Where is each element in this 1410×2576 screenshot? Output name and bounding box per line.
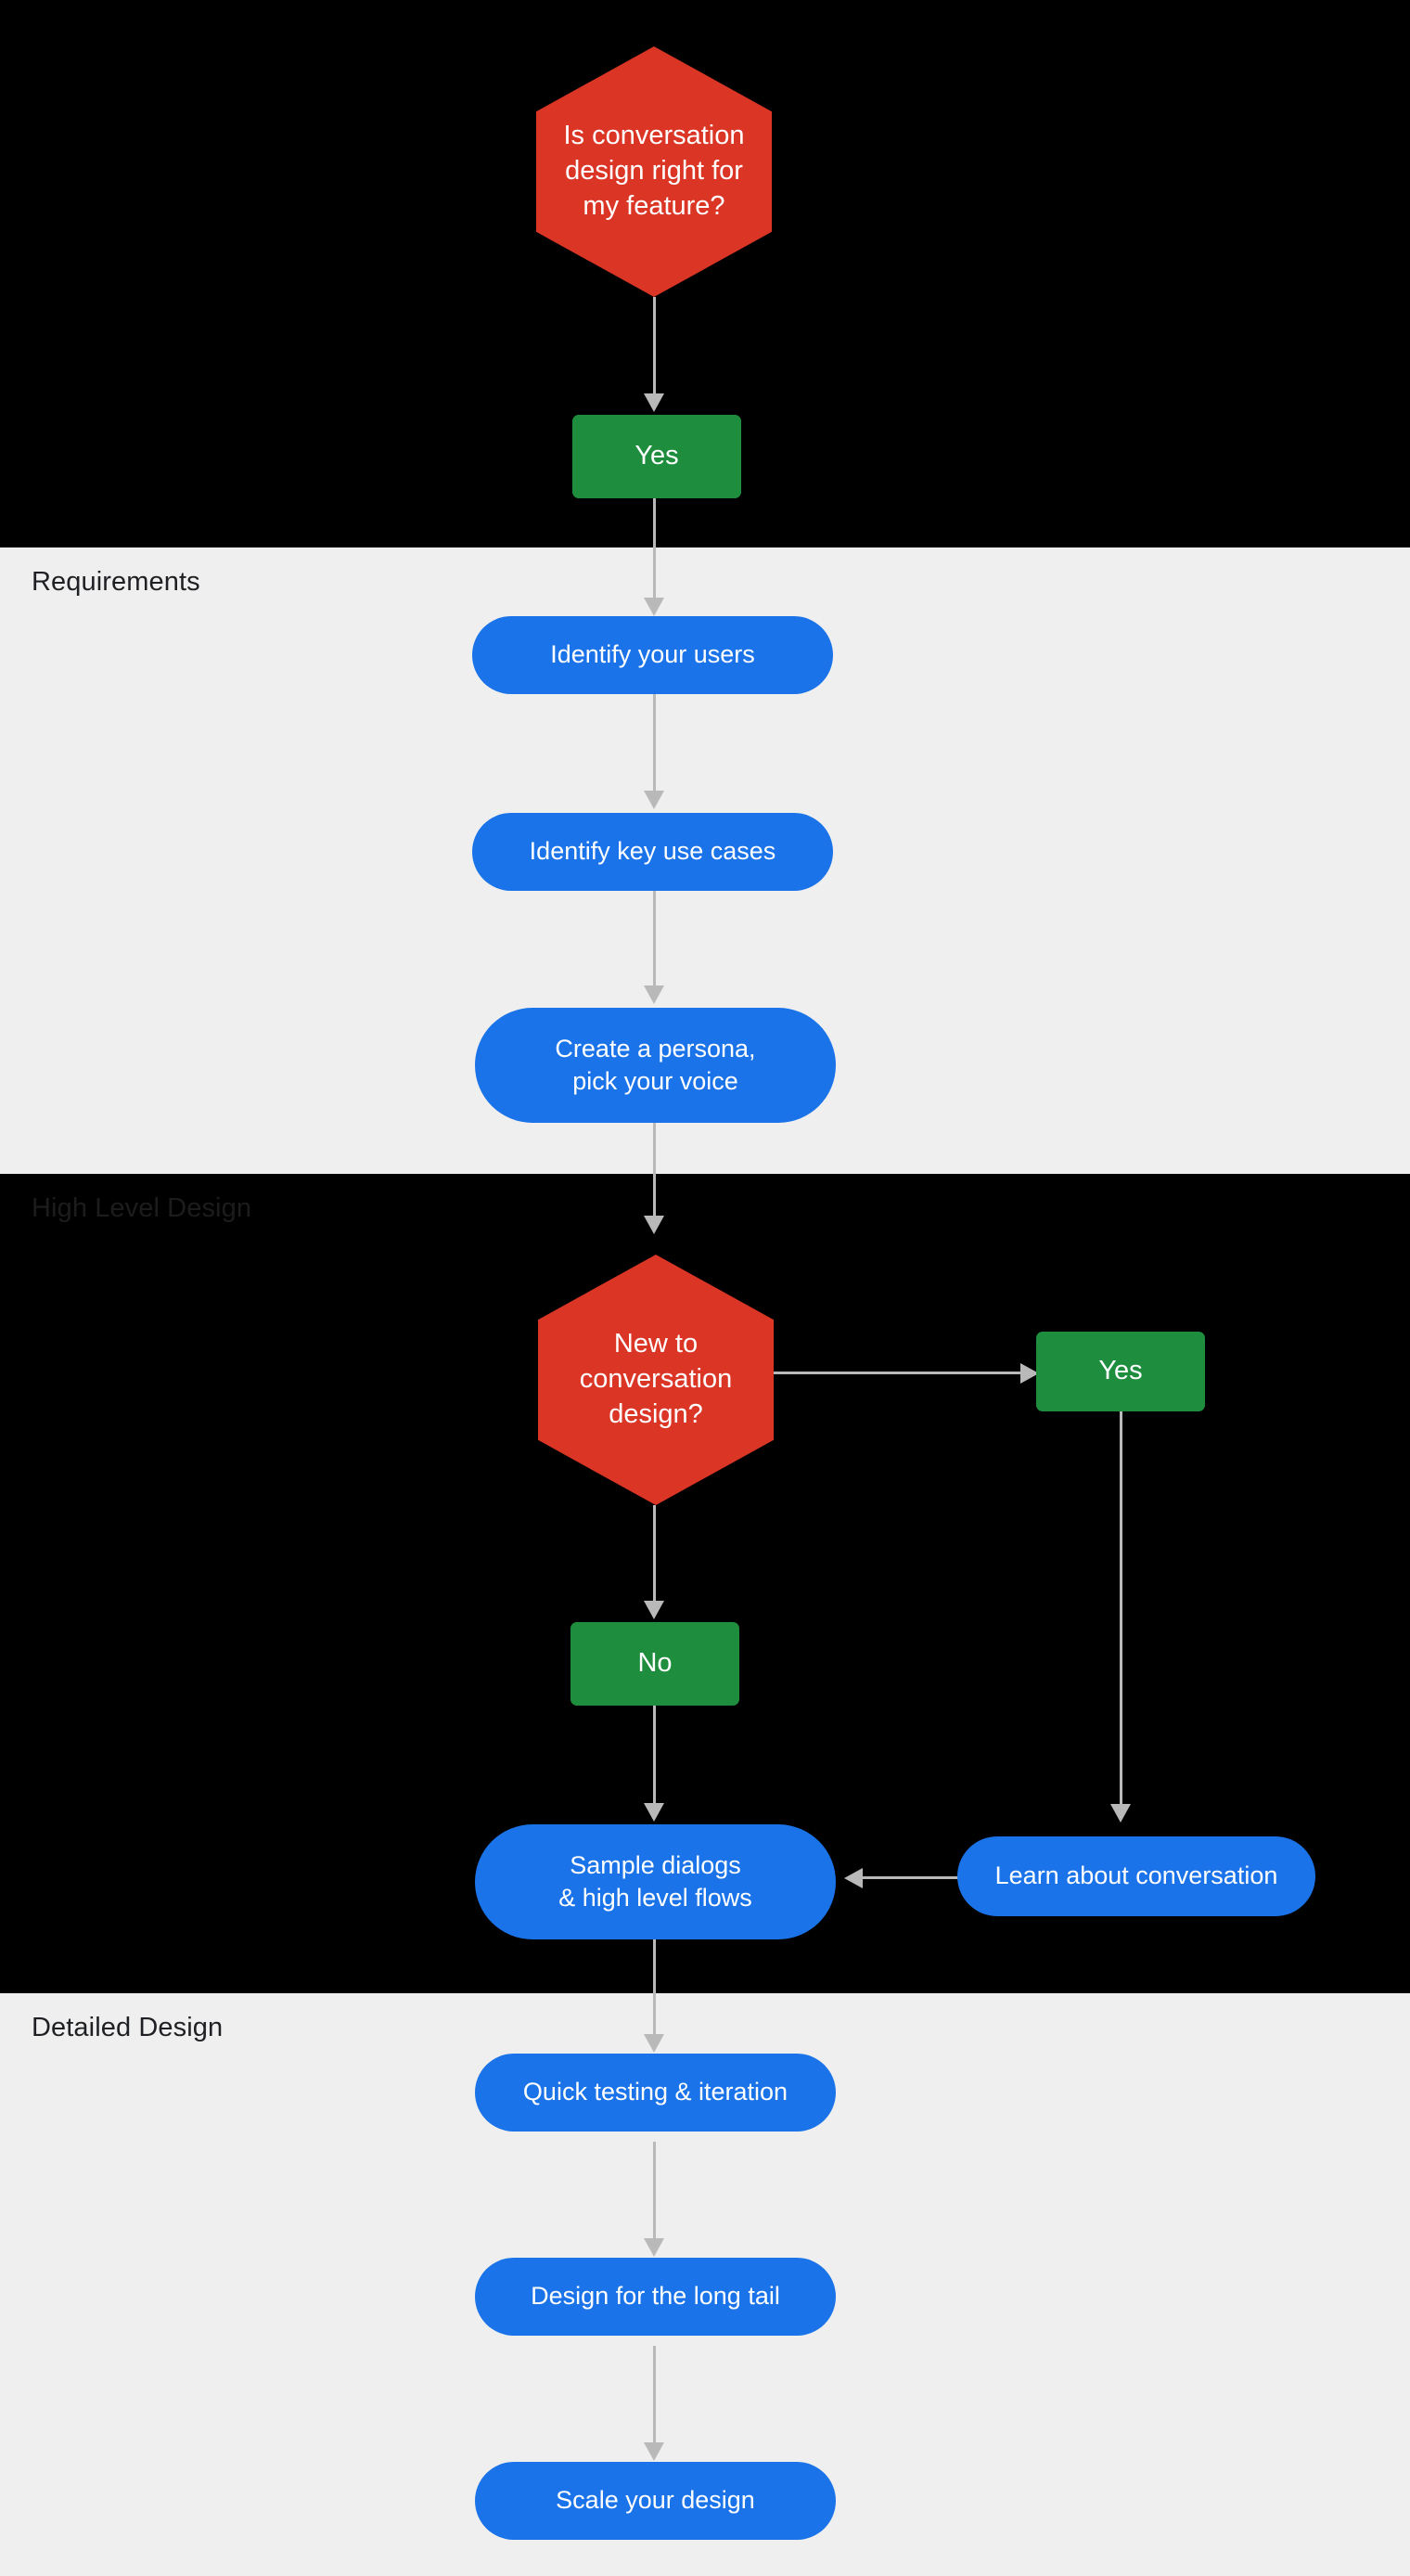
edge-step4-to-step6-line <box>653 1939 656 2041</box>
section-label-detailed-design: Detailed Design <box>32 2013 224 2042</box>
edge-step3-to-decision2-arrow <box>644 1216 664 1234</box>
step-7-label: Design for the long tail <box>531 2282 780 2311</box>
edge-decision2-to-yes2-line <box>774 1372 1026 1374</box>
answer-yes-1-label: Yes <box>634 441 679 471</box>
step-8-label: Scale your design <box>556 2486 755 2515</box>
edge-decision1-to-yes1-line <box>653 297 656 399</box>
step-4-line-2: & high level flows <box>558 1884 752 1912</box>
edge-decision2-to-yes2-arrow <box>1020 1363 1039 1384</box>
edge-step5-to-step4-line <box>863 1876 1002 1879</box>
answer-node-yes-1[interactable]: Yes <box>572 415 741 498</box>
edge-step3-to-decision2-line <box>653 1123 656 1225</box>
decision2-line-2: conversation <box>579 1364 733 1395</box>
edge-no1-to-step4-arrow <box>644 1803 664 1822</box>
edge-yes1-to-step1-arrow <box>644 598 664 616</box>
step-6-label: Quick testing & iteration <box>522 2078 788 2106</box>
edge-step6-to-step7-arrow <box>644 2238 664 2257</box>
edge-step6-to-step7-line <box>653 2142 656 2244</box>
edge-step1-to-step2-line <box>653 694 656 796</box>
edge-decision2-to-no1-line <box>653 1505 656 1607</box>
decision1-line-1: Is conversation <box>563 121 745 151</box>
step-node-scale-your-design[interactable]: Scale your design <box>475 2462 836 2540</box>
answer-no-1-label: No <box>637 1648 673 1679</box>
decision1-line-3: my feature? <box>583 190 725 221</box>
edge-decision2-to-no1-arrow <box>644 1601 664 1619</box>
edge-yes2-to-step5-arrow <box>1110 1804 1131 1823</box>
edge-step5-to-step4-arrow <box>844 1868 863 1888</box>
edge-step7-to-step8-arrow <box>644 2442 664 2461</box>
edge-no1-to-step4-line <box>653 1706 656 1817</box>
edge-yes2-to-step5-line <box>1120 1401 1122 1819</box>
step-2-label: Identify key use cases <box>529 837 776 866</box>
step-node-learn-about-conversation[interactable]: Learn about conversation <box>957 1836 1315 1916</box>
edge-step4-to-step6-arrow <box>644 2034 664 2053</box>
step-node-quick-testing-iteration[interactable]: Quick testing & iteration <box>475 2054 836 2132</box>
section-label-high-level-design: High Level Design <box>32 1193 252 1223</box>
edge-step1-to-step2-arrow <box>644 791 664 809</box>
step-node-sample-dialogs-high-level-flows[interactable]: Sample dialogs & high level flows <box>475 1824 836 1939</box>
edge-step2-to-step3-line <box>653 891 656 993</box>
answer-node-yes-2[interactable]: Yes <box>1036 1332 1205 1411</box>
edge-step7-to-step8-line <box>653 2346 656 2448</box>
step-3-line-2: pick your voice <box>572 1067 738 1095</box>
edge-step2-to-step3-arrow <box>644 985 664 1004</box>
step-node-identify-your-users[interactable]: Identify your users <box>472 616 833 694</box>
step-1-label: Identify your users <box>550 640 755 669</box>
step-node-design-for-the-long-tail[interactable]: Design for the long tail <box>475 2258 836 2336</box>
step-node-create-a-persona[interactable]: Create a persona, pick your voice <box>475 1008 836 1123</box>
step-4-line-1: Sample dialogs <box>570 1850 741 1879</box>
edge-yes1-to-step1-line <box>653 498 656 610</box>
section-label-requirements: Requirements <box>32 567 200 597</box>
step-3-line-1: Create a persona, <box>555 1034 756 1063</box>
edge-decision1-to-yes1-arrow <box>644 393 664 412</box>
answer-node-no-1[interactable]: No <box>570 1622 739 1706</box>
answer-yes-2-label: Yes <box>1098 1356 1143 1386</box>
decision1-line-2: design right for <box>565 156 743 187</box>
step-node-identify-key-use-cases[interactable]: Identify key use cases <box>472 813 833 891</box>
step-5-label: Learn about conversation <box>994 1861 1278 1890</box>
decision2-line-3: design? <box>609 1398 703 1429</box>
decision2-line-1: New to <box>613 1329 699 1359</box>
